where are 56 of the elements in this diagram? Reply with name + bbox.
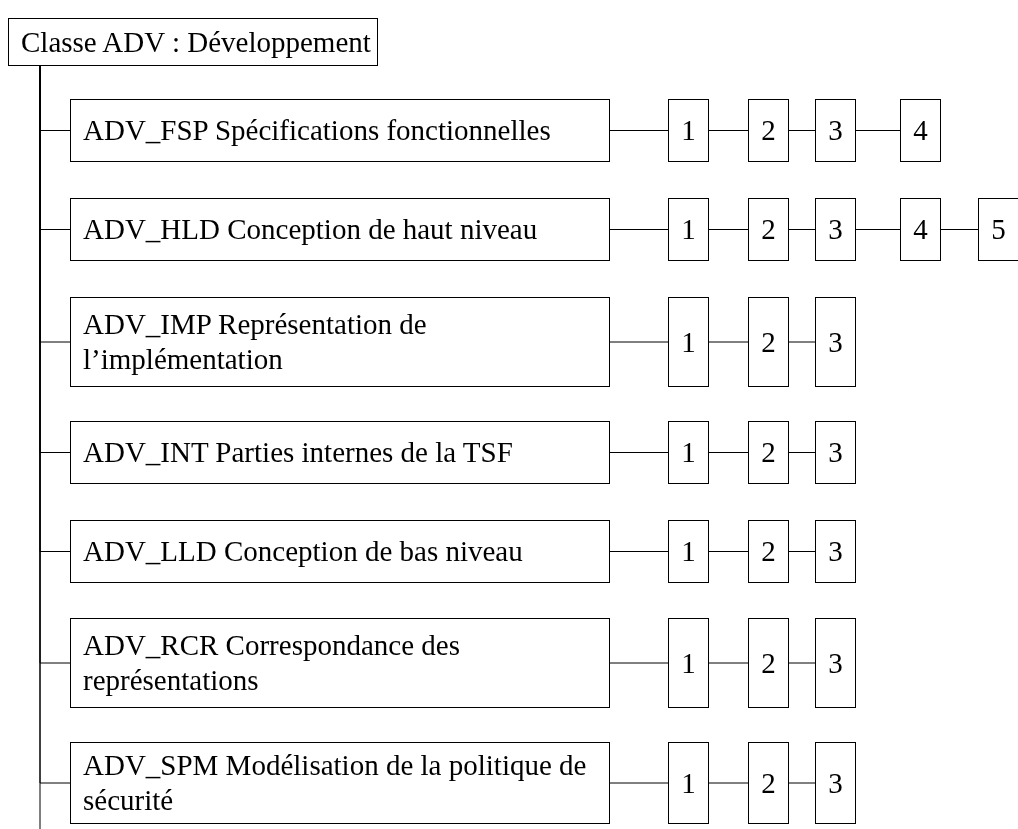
connector-line: [708, 782, 749, 784]
family-box: ADV_SPM Modélisation de la politique de sécurité: [70, 742, 610, 824]
connector-line: [609, 229, 669, 230]
connector-line: [788, 130, 816, 131]
level-box: 1: [668, 742, 709, 824]
connector-line: [708, 551, 749, 552]
level-box: 3: [815, 198, 856, 261]
level-box: 2: [748, 198, 789, 261]
level-box: 2: [748, 421, 789, 484]
level-box: 1: [668, 618, 709, 708]
level-box: 1: [668, 198, 709, 261]
level-box: 1: [668, 297, 709, 387]
level-box: 2: [748, 297, 789, 387]
connector-line: [788, 341, 816, 343]
level-box: 2: [748, 618, 789, 708]
level-box: 2: [748, 99, 789, 162]
connector-line: [609, 782, 669, 784]
level-box: 3: [815, 742, 856, 824]
connector-line: [788, 229, 816, 230]
connector-line: [788, 782, 816, 784]
connector-line: [788, 452, 816, 453]
family-box: ADV_FSP Spécifications fonctionnelles: [70, 99, 610, 162]
level-box: 1: [668, 520, 709, 583]
level-box: 2: [748, 742, 789, 824]
connector-line: [609, 662, 669, 664]
level-box: 5: [978, 198, 1018, 261]
level-box: 3: [815, 421, 856, 484]
family-box: ADV_LLD Conception de bas niveau: [70, 520, 610, 583]
connector-line: [940, 229, 979, 230]
level-box: 4: [900, 198, 941, 261]
connector-line: [855, 130, 901, 131]
class-title-box: Classe ADV : Développement: [8, 18, 378, 66]
connector-line: [708, 130, 749, 131]
connector-line: [609, 341, 669, 343]
family-box: ADV_HLD Conception de haut niveau: [70, 198, 610, 261]
level-box: 2: [748, 520, 789, 583]
level-box: 1: [668, 421, 709, 484]
connector-line: [855, 229, 901, 230]
connector-line: [609, 130, 669, 131]
level-box: 4: [900, 99, 941, 162]
level-box: 3: [815, 618, 856, 708]
connector-line: [788, 662, 816, 664]
level-box: 1: [668, 99, 709, 162]
connector-line: [708, 662, 749, 664]
connector-line: [788, 551, 816, 552]
connector-line: [708, 341, 749, 343]
family-box: ADV_INT Parties internes de la TSF: [70, 421, 610, 484]
level-box: 3: [815, 520, 856, 583]
connector-line: [708, 229, 749, 230]
level-box: 3: [815, 99, 856, 162]
family-box: ADV_RCR Correspondance des représentations: [70, 618, 610, 708]
connector-line: [609, 551, 669, 552]
connector-line: [708, 452, 749, 453]
family-box: ADV_IMP Représentation de l’implémentation: [70, 297, 610, 387]
level-box: 3: [815, 297, 856, 387]
connector-line: [609, 452, 669, 453]
